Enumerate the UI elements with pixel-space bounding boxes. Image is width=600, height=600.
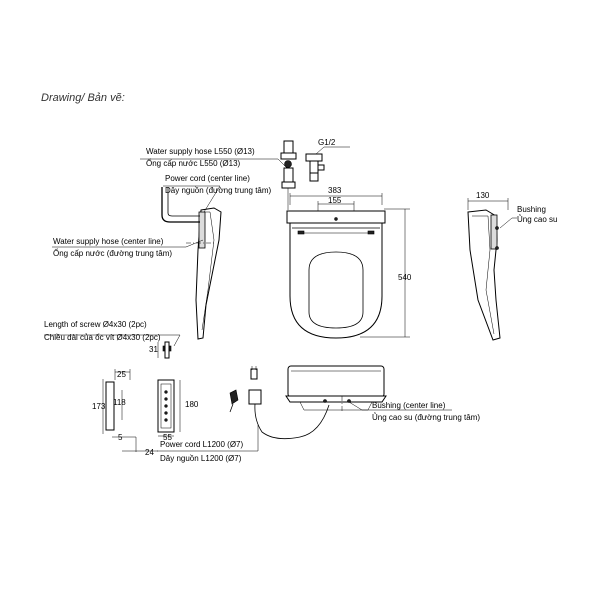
screw-leader-tip — [173, 334, 181, 347]
seat-side-inner-line — [201, 211, 215, 331]
label-water-center-en: Water supply hose (center line) — [53, 237, 164, 246]
label-bushing-en: Bushing — [517, 205, 546, 214]
remote-btn-1 — [164, 390, 168, 394]
label-power-center-en: Power cord (center line) — [165, 174, 250, 183]
seat-front-view — [285, 365, 452, 412]
label-power-center-vi: Dây nguồn (đường trung tâm) — [165, 186, 272, 195]
hinge-left — [297, 230, 305, 235]
screw-shaft — [164, 341, 170, 359]
drawing-title: Drawing/ Bản vẽ: — [41, 92, 125, 104]
bushing-point-bottom — [495, 246, 499, 250]
power-cord-curve — [254, 403, 330, 440]
t-fitting-top — [305, 153, 323, 162]
valve-top — [283, 140, 294, 154]
label-water-center-vi: Ống cấp nước (đường trung tâm) — [53, 248, 172, 258]
bushing-point-top — [495, 226, 499, 230]
remote-panel — [160, 383, 172, 429]
t-fitting-side — [317, 164, 325, 171]
dim-130: 130 — [476, 191, 490, 200]
label-bushing-center-vi: Ủng cao su (đường trung tâm) — [372, 413, 480, 422]
front-bushing-2 — [347, 399, 351, 403]
water-hose-leader — [140, 158, 288, 169]
water-center-leader — [52, 239, 204, 248]
bushing-center-leader — [348, 401, 452, 411]
label-bushing-center-en: Bushing (center line) — [372, 401, 446, 410]
valve-center — [284, 160, 292, 168]
plug-side — [229, 389, 239, 405]
remote-btn-2 — [164, 397, 168, 401]
label-screw-en: Length of screw Ø4x30 (2pc) — [44, 320, 147, 329]
right-side-view — [467, 198, 517, 341]
plug-top — [250, 368, 258, 380]
power-cord-route — [161, 187, 200, 223]
plug-side-cord — [229, 403, 234, 413]
remote-btn-4 — [164, 411, 168, 415]
dim-31: 31 — [149, 345, 158, 354]
remote-btn-3 — [164, 404, 168, 408]
dim-55: 55 — [163, 433, 172, 442]
remote-control — [102, 369, 181, 452]
seat-side-mount — [198, 211, 206, 249]
plug-body — [248, 389, 262, 405]
front-base-lower — [299, 401, 373, 411]
dim-5: 5 — [118, 433, 123, 442]
g12-leader — [315, 146, 350, 155]
label-g12: G1/2 — [318, 138, 336, 147]
valve-bottom — [281, 181, 296, 189]
t-fitting-bottom — [309, 172, 319, 182]
bushing-leader — [499, 217, 517, 229]
dim-173: 173 — [92, 402, 106, 411]
label-bushing-vi: Ủng cao su — [517, 215, 557, 224]
seat-opening — [308, 251, 364, 329]
dim-540: 540 — [398, 273, 412, 282]
water-valve-fitting — [280, 140, 350, 210]
label-water-hose-en: Water supply hose L550 (Ø13) — [146, 147, 255, 156]
remote-btn-5 — [164, 418, 168, 422]
dim-24: 24 — [145, 448, 154, 457]
power-center-leader — [163, 185, 221, 213]
front-housing — [287, 365, 385, 398]
front-bushing-1 — [323, 399, 327, 403]
t-fitting-body — [309, 160, 319, 174]
dim-25: 25 — [117, 370, 126, 379]
dim-155: 155 — [328, 196, 342, 205]
power-cord-route-inner — [167, 187, 200, 217]
label-power-cord-en: Power cord L1200 (Ø7) — [160, 440, 243, 449]
seat-rear-housing — [286, 210, 386, 224]
screw-detail — [44, 334, 181, 359]
side-profile-inner — [472, 215, 495, 335]
front-base — [285, 395, 387, 403]
remote-bracket — [105, 381, 115, 431]
seat-top-view — [286, 193, 410, 339]
valve-nut — [280, 152, 297, 160]
label-power-cord-vi: Dây nguồn L1200 (Ø7) — [160, 454, 242, 463]
dim-118: 118 — [113, 398, 126, 407]
power-plug — [157, 366, 330, 452]
dim-180: 180 — [185, 400, 199, 409]
left-side-view — [52, 158, 288, 340]
dim-383: 383 — [328, 186, 342, 195]
valve-body — [283, 167, 294, 183]
side-profile-mount — [490, 214, 498, 250]
hinge-right — [367, 230, 375, 235]
label-water-hose-vi: Ống cấp nước L550 (Ø13) — [146, 158, 241, 168]
seat-center-mark — [334, 217, 338, 221]
label-screw-vi: Chiều dài của ốc vít Ø4x30 (2pc) — [44, 333, 161, 342]
seat-outline — [289, 214, 383, 339]
